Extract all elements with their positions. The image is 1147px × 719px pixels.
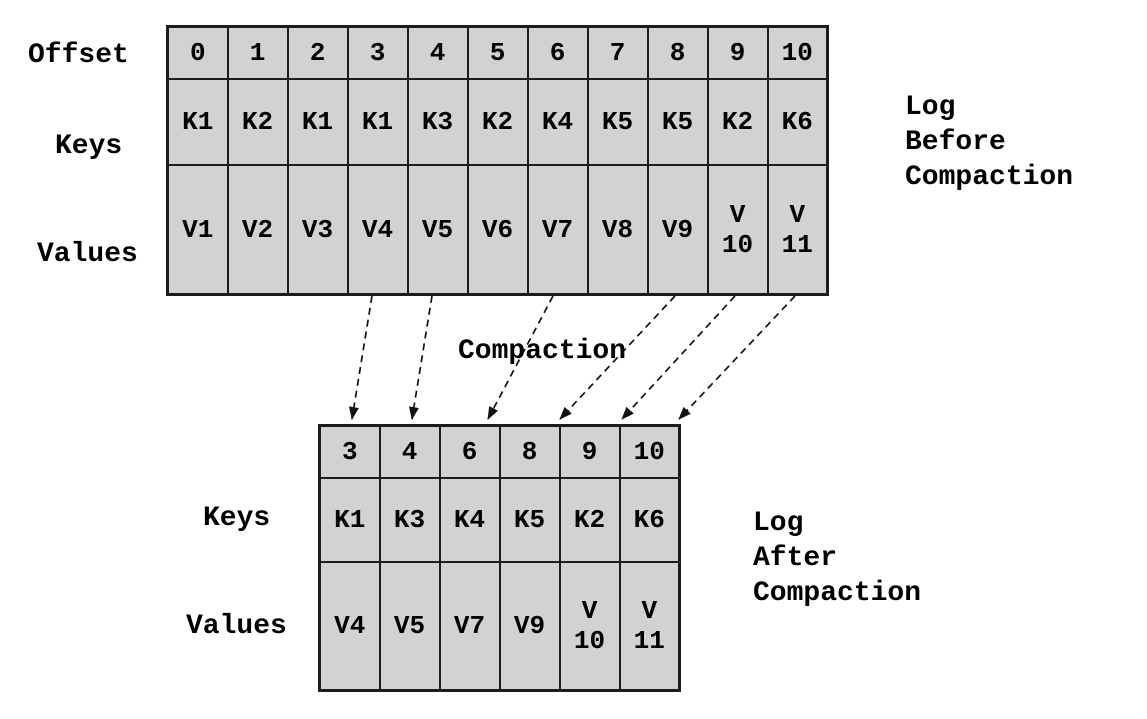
offset-cell: 3 [346,25,409,80]
key-cell: K2 [706,78,769,166]
offset-cell: 7 [586,25,649,80]
key-cell: K6 [618,477,681,563]
value-cell: V4 [346,164,409,296]
offset-cell: 6 [526,25,589,80]
value-cell: V3 [286,164,349,296]
value-cell: V2 [226,164,289,296]
key-cell: K1 [166,78,229,166]
offset-cell: 0 [166,25,229,80]
key-cell: K1 [346,78,409,166]
compaction-arrow [348,295,373,420]
keys-row-label: Keys [55,131,123,162]
offset-cell: 10 [618,424,681,479]
offset-cell: 9 [706,25,769,80]
offset-cell: 8 [498,424,561,479]
values-row-label: Values [37,239,138,270]
values-row: V4 V5 V7 V9 V 10 V 11 [318,561,681,692]
value-cell: V7 [526,164,589,296]
offset-cell: 5 [466,25,529,80]
value-cell: V6 [466,164,529,296]
offset-row: 3 4 6 8 9 10 [318,424,681,479]
offset-cell: 9 [558,424,621,479]
values-row-label-after: Values [186,611,287,642]
keys-row: K1 K3 K4 K5 K2 K6 [318,477,681,563]
key-cell: K2 [226,78,289,166]
log-after-compaction-label: Log After Compaction [753,506,921,611]
key-cell: K1 [286,78,349,166]
key-cell: K3 [406,78,469,166]
value-cell: V8 [586,164,649,296]
keys-row-label-after: Keys [203,503,271,534]
offset-row-label: Offset [28,40,129,71]
key-cell: K5 [646,78,709,166]
compaction-arrow [621,295,736,420]
log-before-line: Log [905,92,956,123]
log-after-line: Compaction [753,578,922,609]
compaction-arrow [678,295,796,420]
key-cell: K2 [558,477,621,563]
key-cell: K1 [318,477,381,563]
value-cell: V5 [406,164,469,296]
key-cell: K4 [526,78,589,166]
offset-cell: 4 [378,424,441,479]
value-cell: V1 [166,164,229,296]
key-cell: K2 [466,78,529,166]
compaction-label: Compaction [458,336,627,367]
key-cell: K4 [438,477,501,563]
offset-row: 0 1 2 3 4 5 6 7 8 9 10 [166,25,829,80]
log-before-line: Compaction [905,162,1074,193]
value-cell: V9 [646,164,709,296]
key-cell: K5 [586,78,649,166]
log-before-compaction-label: Log Before Compaction [905,90,1073,195]
key-cell: K6 [766,78,829,166]
offset-cell: 10 [766,25,829,80]
log-after-line: After [753,543,838,574]
value-cell: V5 [378,561,441,692]
offset-cell: 1 [226,25,289,80]
key-cell: K3 [378,477,441,563]
offset-cell: 4 [406,25,469,80]
value-cell: V4 [318,561,381,692]
value-cell: V9 [498,561,561,692]
log-before-table: 0 1 2 3 4 5 6 7 8 9 10 K1 K2 K1 K1 K3 K2… [166,25,829,296]
offset-cell: 8 [646,25,709,80]
offset-cell: 6 [438,424,501,479]
keys-row: K1 K2 K1 K1 K3 K2 K4 K5 K5 K2 K6 [166,78,829,166]
log-before-line: Before [905,127,1006,158]
log-after-line: Log [753,508,804,539]
value-cell: V 10 [558,561,621,692]
offset-cell: 2 [286,25,349,80]
key-cell: K5 [498,477,561,563]
compaction-arrow [408,295,433,420]
offset-cell: 3 [318,424,381,479]
value-cell: V 11 [618,561,681,692]
log-after-table: 3 4 6 8 9 10 K1 K3 K4 K5 K2 K6 V4 V5 V7 … [318,424,681,692]
value-cell: V7 [438,561,501,692]
value-cell: V 11 [766,164,829,296]
value-cell: V 10 [706,164,769,296]
values-row: V1 V2 V3 V4 V5 V6 V7 V8 V9 V 10 V 11 [166,164,829,296]
